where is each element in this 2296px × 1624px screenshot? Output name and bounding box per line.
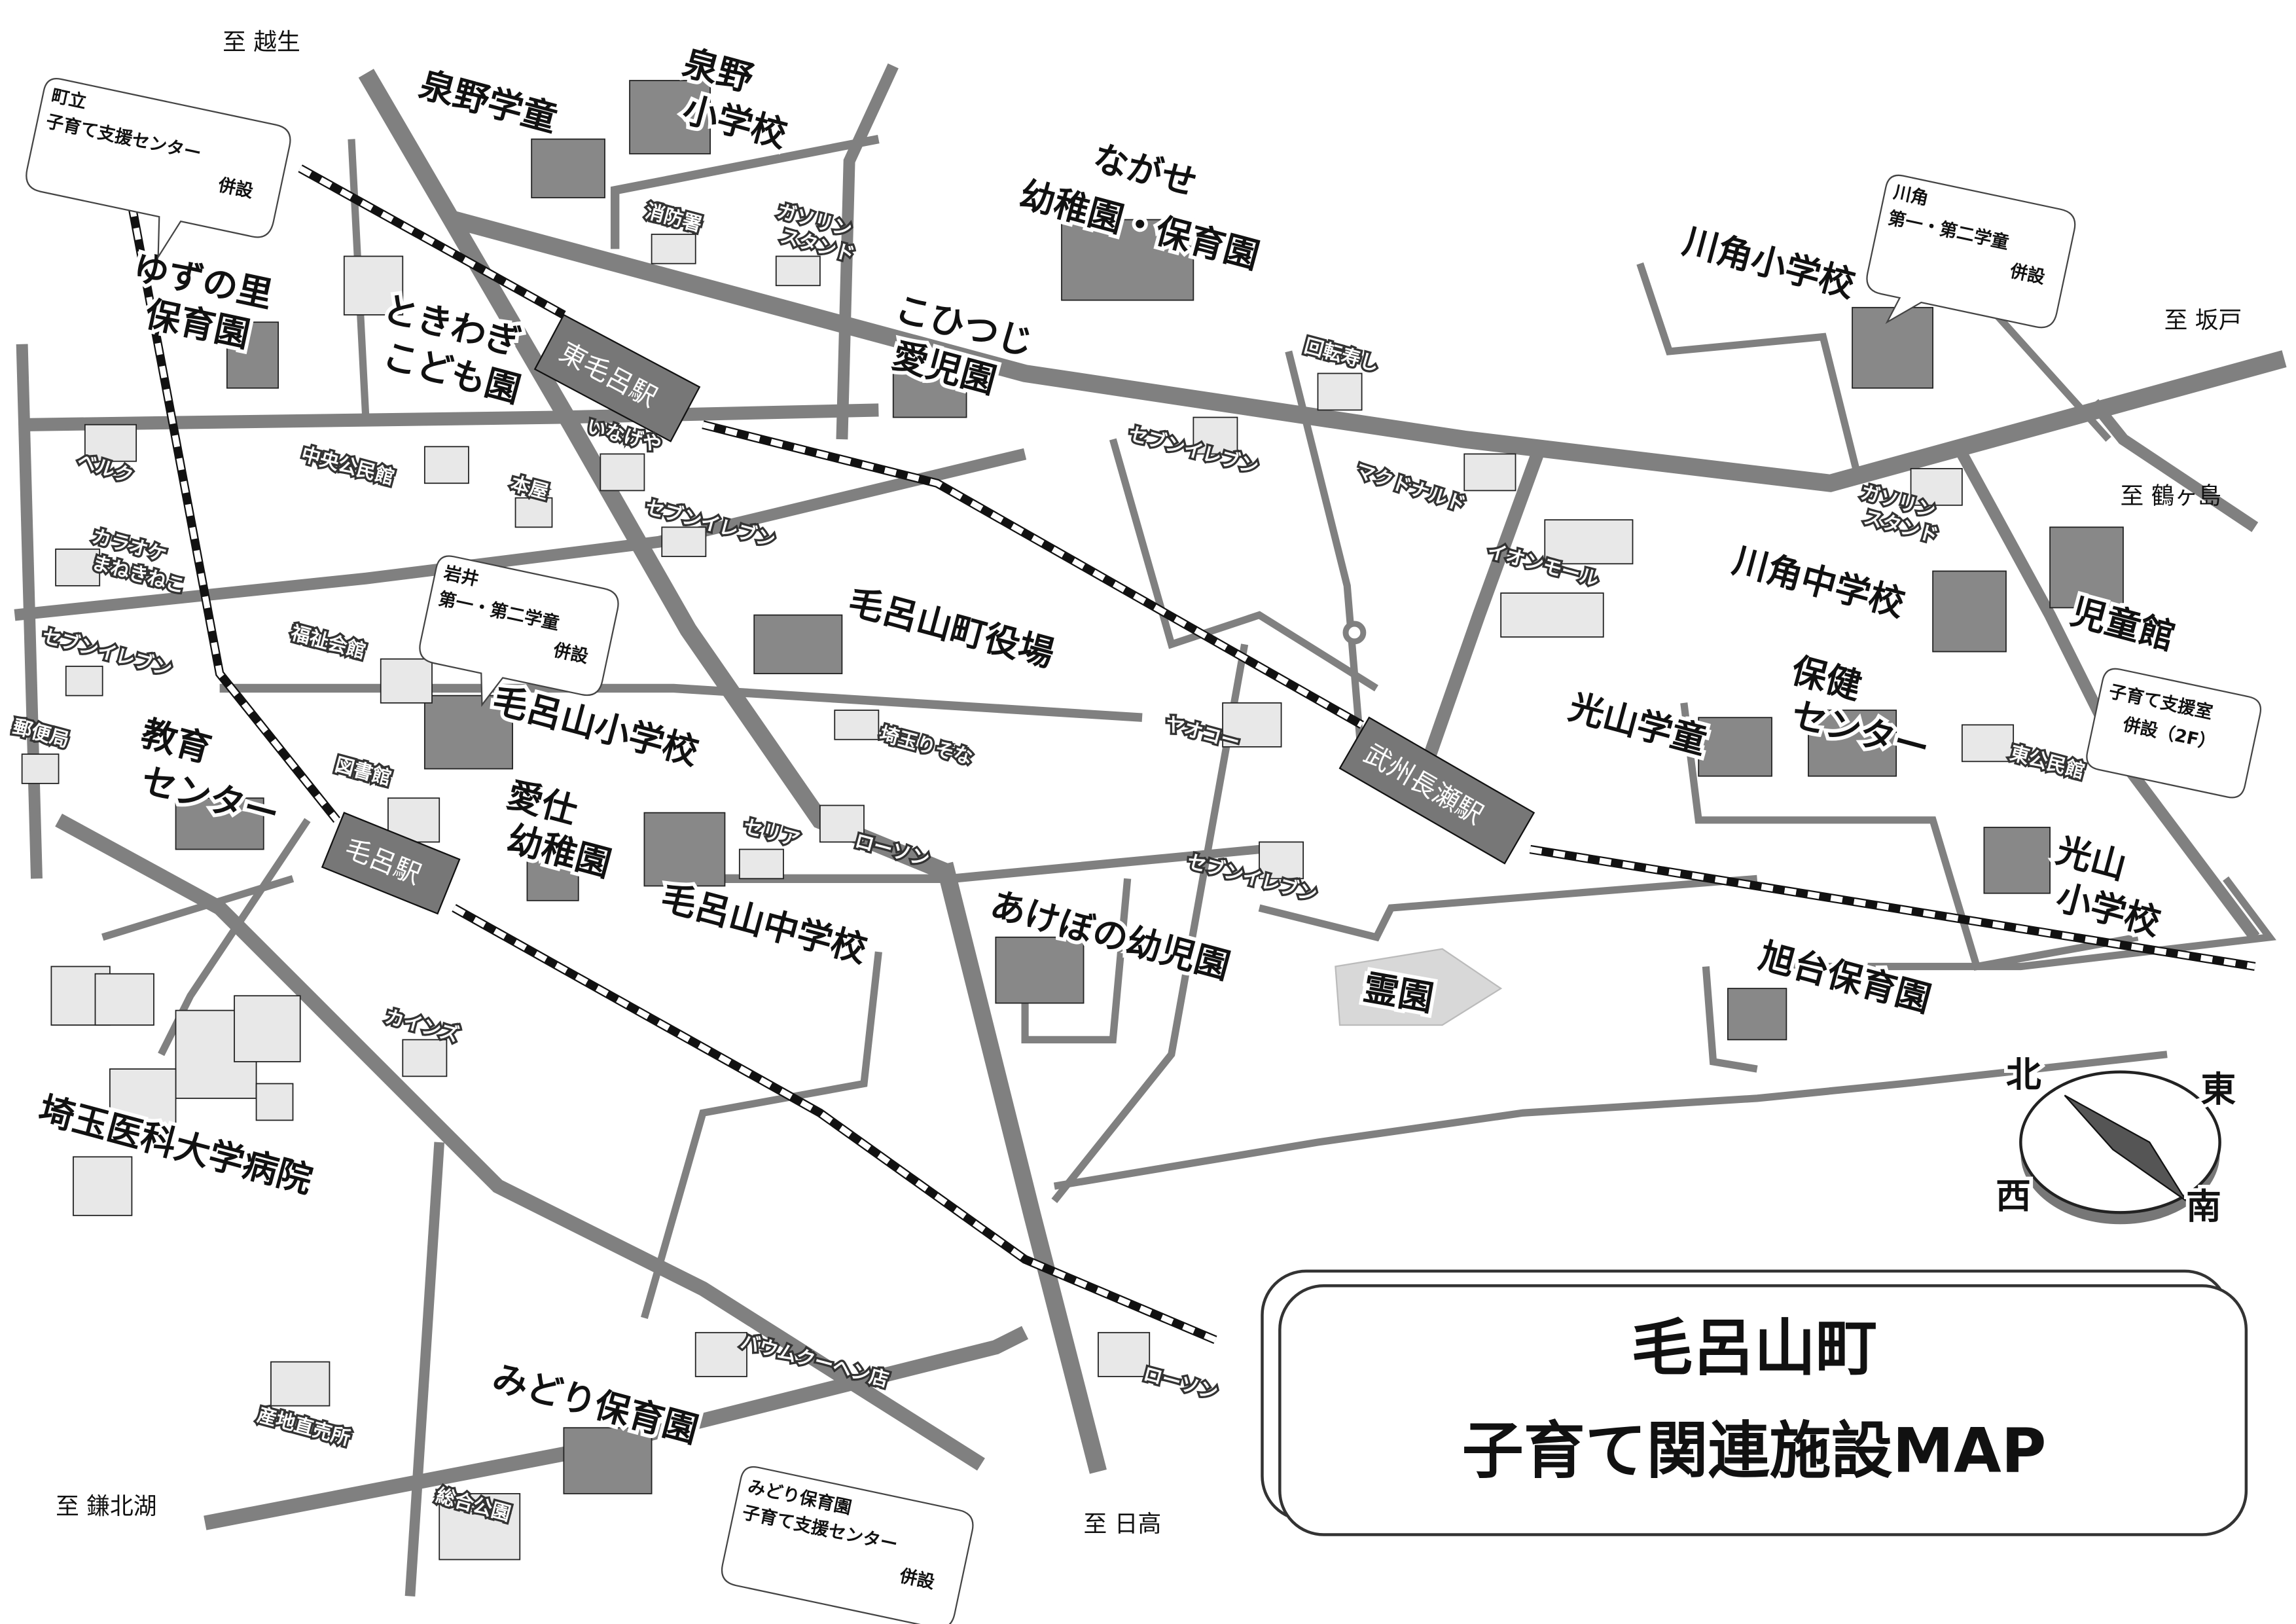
label-honya: 本屋: [509, 472, 551, 503]
direction-sakado: 至 坂戸: [2164, 307, 2242, 334]
roads: [14, 63, 2287, 1597]
bubble-jidokan: 子育て支援室 併設（2F）: [2086, 668, 2262, 799]
bubble-choritsu: 町立 子育て支援センター 併設: [26, 78, 291, 260]
title-line1: 毛呂山町: [1631, 1313, 1877, 1384]
compass-east: 東: [2201, 1068, 2236, 1110]
compass-north: 北: [2006, 1054, 2041, 1095]
station-higashi-moro[interactable]: 東毛呂駅: [533, 314, 701, 442]
label-sanchi: 産地直売所: [255, 1403, 353, 1449]
compass-west: 西: [1996, 1176, 2031, 1217]
callout-bubbles: 町立 子育て支援センター 併設 岩井 第一・第二学童 併設 川角 第一・第二学童…: [26, 78, 2262, 1624]
label-seven: セブンイレブン: [40, 624, 174, 681]
label-mcd: マクドナルド: [1353, 459, 1468, 515]
label-kawakado-sho: 川角小学校: [1679, 220, 1859, 305]
label-izumino-gakudo: 泉野学童: [415, 63, 562, 139]
label-toshokan: 図書館: [332, 753, 393, 789]
label-lawson: ローソン: [1141, 1362, 1220, 1403]
title-line2: 子育て関連施設MAP: [1462, 1415, 2047, 1487]
label-higashi-kominkan: 東公民館: [2008, 742, 2087, 783]
label-koyama-gakudo: 光山学童: [1564, 686, 1711, 762]
label-kaiten: 回転寿し: [1302, 334, 1381, 376]
label-moroyama-chu: 毛呂山中学校: [656, 876, 871, 971]
label-shobosho: 消防署: [643, 200, 704, 236]
compass-needle-icon: [2064, 1094, 2187, 1202]
buildings: [21, 80, 2124, 1561]
compass-south: 南: [2186, 1185, 2221, 1227]
direction-ogose: 至 越生: [223, 29, 300, 56]
direction-tsurugashima: 至 鶴ヶ島: [2120, 483, 2221, 510]
label-chuo-kominkan: 中央公民館: [299, 442, 397, 488]
direction-hidaka: 至 日高: [1084, 1511, 1162, 1538]
label-fukushi: 福祉会館: [288, 621, 368, 662]
label-yakuba: 毛呂山町役場: [844, 581, 1058, 675]
railway: [127, 164, 2256, 1344]
label-baum: バウムクーヘン店: [738, 1330, 891, 1391]
direction-labels: 至 越生 至 坂戸 至 鶴ヶ島 至 鎌北湖 至 日高: [56, 29, 2242, 1538]
bubble-kawakado: 川角 第一・第二学童 併設: [1866, 174, 2076, 329]
bubble-iwai: 岩井 第一・第二学童 併設: [419, 555, 619, 707]
label-kawakado-chu: 川角中学校: [1729, 539, 1909, 624]
bubble-midori: みどり保育園 子育て支援センター 併設: [721, 1466, 974, 1624]
direction-kamakitako: 至 鎌北湖: [56, 1493, 157, 1520]
compass: 北 東 西 南: [1992, 1050, 2240, 1231]
label-nagase: ながせ: [1088, 137, 1201, 204]
label-yubinkyoku: 郵便局: [10, 715, 71, 751]
label-seria: セリア: [741, 815, 802, 851]
map-title: 毛呂山町 子育て関連施設MAP: [1261, 1269, 2248, 1536]
label-lawson: ローソン: [853, 829, 932, 871]
label-resona: 埼玉りそな: [878, 723, 975, 768]
